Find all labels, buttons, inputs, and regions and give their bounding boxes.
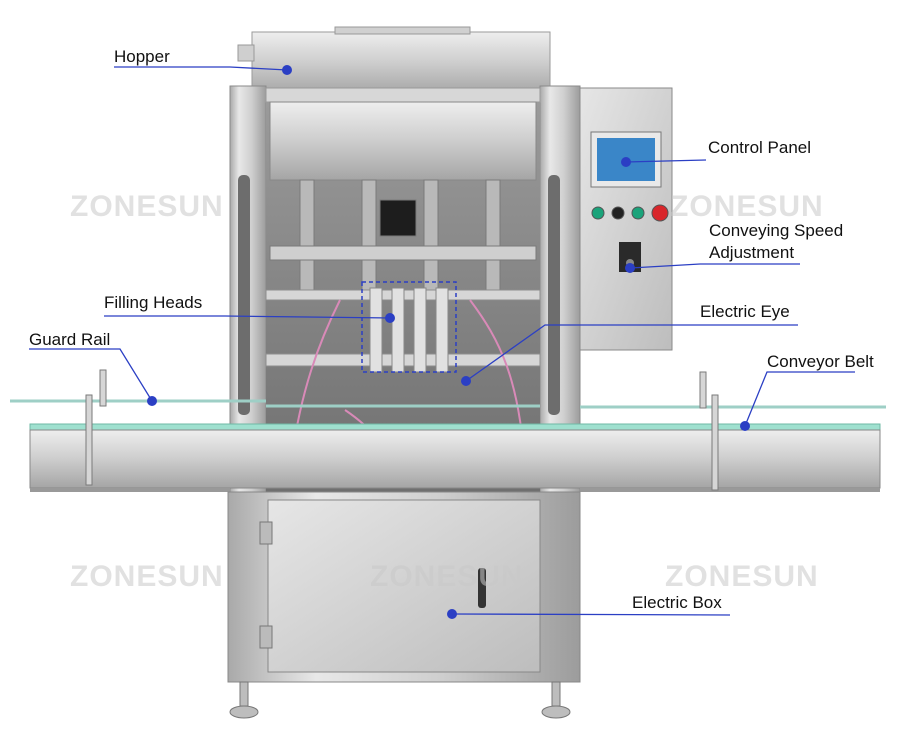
hopper-body: [237, 26, 551, 95]
watermark: ZONESUN: [70, 190, 224, 223]
label-conveying-speed-line1: Conveying Speed: [709, 221, 844, 240]
label-guard-rail: Guard Rail: [29, 330, 111, 349]
leader-line-electric-eye: [465, 324, 798, 382]
rail-posts: [85, 369, 719, 491]
watermark: ZONESUN: [670, 190, 824, 223]
watermark: ZONESUN: [70, 560, 224, 593]
leader-dot-filling-heads: [385, 313, 395, 323]
leader-dot-electric-eye: [461, 376, 471, 386]
leader-lines: [29, 65, 855, 619]
label-conveying-speed: Conveying Speed Adjustment: [709, 220, 843, 264]
leader-dot-control-panel: [621, 157, 631, 167]
leader-dot-hopper: [282, 65, 292, 75]
watermark: ZONESUN: [665, 560, 819, 593]
leader-dot-guard-rail: [147, 396, 157, 406]
leveling-feet: [229, 681, 571, 719]
label-hopper: Hopper: [114, 47, 170, 66]
label-control-panel: Control Panel: [708, 138, 812, 157]
guard-rails: [10, 399, 886, 409]
leader-dot-conveying-speed: [625, 263, 635, 273]
electric-box-cabinet: [227, 491, 581, 683]
leader-line-control-panel: [625, 159, 707, 163]
leader-line-conveyor-belt: [744, 371, 855, 427]
leader-line-filling-heads: [104, 315, 391, 319]
filling-nozzles: [361, 281, 457, 373]
leader-line-electric-box: [451, 613, 731, 616]
leader-line-guard-rail: [29, 348, 153, 402]
label-electric-eye: Electric Eye: [700, 302, 790, 321]
label-filling-heads: Filling Heads: [104, 293, 203, 312]
control-cabinet: [579, 87, 673, 351]
leader-dot-electric-box: [447, 609, 457, 619]
leader-line-conveying-speed: [629, 263, 800, 269]
label-conveyor-belt: Conveyor Belt: [767, 352, 874, 371]
leader-dot-conveyor-belt: [740, 421, 750, 431]
label-electric-box: Electric Box: [632, 593, 722, 612]
pump-cylinders: [269, 179, 537, 301]
conveyor: [29, 423, 881, 492]
label-conveying-speed-line2: Adjustment: [709, 243, 795, 263]
watermark: ZONESUN: [370, 560, 524, 593]
leader-line-hopper: [114, 66, 288, 71]
